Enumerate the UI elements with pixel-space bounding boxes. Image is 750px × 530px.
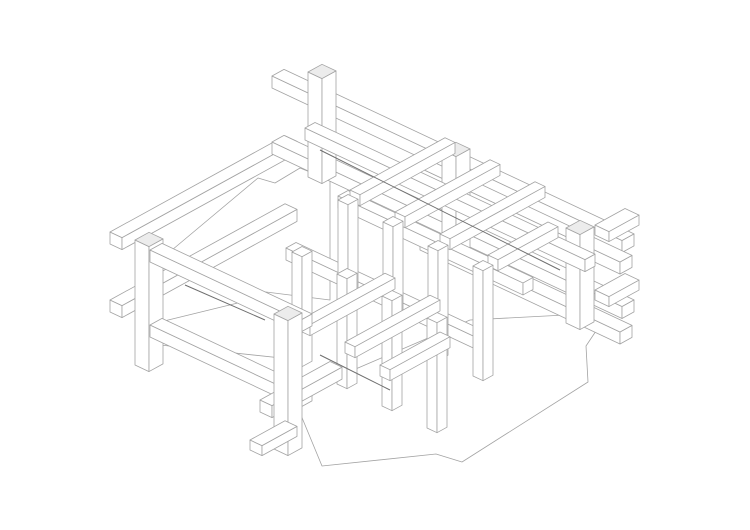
inner-post-6-top [336, 268, 358, 280]
post-front-corner [273, 305, 303, 456]
cross-beam-2 [394, 159, 501, 229]
beam-right-stub-upper-top [594, 208, 640, 232]
cross-beam-4 [487, 221, 559, 272]
front-cross-beam-2 [344, 294, 441, 359]
post-left-corner-top [134, 231, 164, 247]
post-right-corner-top [565, 219, 595, 235]
rod-front [319, 354, 391, 391]
beam-front-stub-lower [249, 420, 298, 457]
ground-floor-slab [297, 313, 603, 467]
cross-beam-3-top [439, 181, 546, 240]
structural-members [109, 63, 640, 457]
inner-post-7 [381, 290, 403, 412]
inner-post-3-top [427, 240, 449, 252]
post-front-corner-top [273, 305, 303, 321]
beam-right-stub-lower-top [594, 273, 640, 297]
inner-beam-2-top [337, 190, 534, 284]
cross-beam-3 [439, 181, 546, 251]
beam-front-stub-lower-top [249, 420, 298, 447]
front-cross-beam-3-top [379, 331, 451, 371]
inner-post-7-side-a [381, 295, 393, 412]
inner-post-2-top [382, 216, 404, 228]
cross-beam-1-top [349, 137, 456, 196]
inner-post-4-side-b [482, 264, 494, 382]
post-back-corner-top [307, 63, 337, 79]
inner-post-4 [472, 260, 494, 382]
post-right-corner-side-b [579, 226, 595, 330]
post-left-corner-side-a [134, 239, 150, 372]
inner-post-1-top [337, 194, 359, 206]
rod-left [184, 284, 266, 321]
inner-post-4-top [472, 260, 494, 272]
beam-front-left-upper-top [149, 242, 313, 321]
beam-right-stub-lower [594, 273, 640, 307]
inner-post-5-top [291, 246, 313, 258]
inner-post-4-side-a [472, 265, 484, 382]
front-cross-beam-2-top [344, 294, 441, 348]
inner-post-8 [426, 312, 448, 434]
beam-right-stub-upper [594, 208, 640, 242]
front-cross-beam-3 [379, 331, 451, 382]
cross-beam-4-top [487, 221, 559, 261]
cross-beam-2-top [394, 159, 501, 218]
rod-back [319, 149, 561, 271]
post-right-corner [565, 219, 595, 330]
inner-post-5-side-b [301, 250, 313, 368]
